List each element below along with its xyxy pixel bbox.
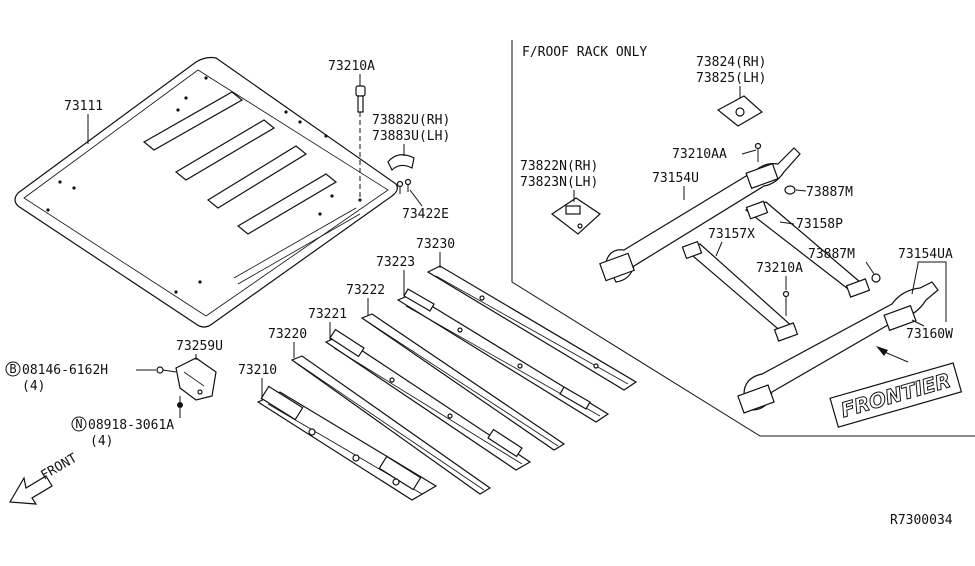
- label-73210: 73210: [238, 363, 277, 378]
- label-73422e: 73422E: [402, 207, 449, 222]
- washer-73887m-a: [784, 185, 796, 195]
- roof-pad-3: [206, 145, 308, 209]
- roof-pad-4: [236, 173, 338, 235]
- label-73210a-top: 73210A: [328, 59, 375, 74]
- label-73210a-mid: 73210A: [756, 261, 803, 276]
- label-73887m-a: 73887M: [806, 185, 853, 200]
- front-arrow-text: FRONT: [39, 451, 81, 484]
- roof-bow-73222: [360, 313, 566, 451]
- label-73154ua: 73154UA: [898, 247, 953, 262]
- label-73160w: 73160W: [906, 327, 953, 342]
- label-73210aa: 73210AA: [672, 147, 727, 162]
- label-nut-qty: (4): [90, 434, 113, 449]
- roof-bow-73230: [426, 265, 638, 391]
- label-nut-part: 08918-3061A: [88, 418, 174, 433]
- label-73154u: 73154U: [652, 171, 699, 186]
- nut-marker: N: [75, 417, 82, 431]
- roof-panel: [14, 56, 398, 328]
- roof-rack-boundary: [511, 40, 975, 437]
- rear-rail-clip: [387, 154, 415, 194]
- label-73823n: 73823N(LH): [520, 175, 598, 190]
- rack-bracket-73822n: [550, 197, 601, 235]
- label-73223: 73223: [376, 255, 415, 270]
- label-bolt-part: 08146-6162H: [22, 363, 108, 378]
- label-73259u: 73259U: [176, 339, 223, 354]
- bracket-73259u: [156, 357, 217, 408]
- label-73158p: 73158P: [796, 217, 843, 232]
- rack-direction-arrow: [876, 346, 909, 363]
- nut-callout: N: [71, 416, 87, 432]
- cross-bar-73158p: [744, 200, 871, 298]
- label-73887m-b: 73887M: [808, 247, 855, 262]
- cross-bar-73157x: [681, 240, 799, 342]
- rack-bracket-73824: [716, 95, 764, 127]
- label-73882u: 73882U(RH): [372, 113, 450, 128]
- washer-73887m-b: [871, 273, 881, 283]
- diagram-id: R7300034: [890, 513, 953, 528]
- label-73230: 73230: [416, 237, 455, 252]
- frontier-badge-text: FRONTIER: [838, 368, 953, 422]
- roof-bow-73221: [324, 328, 532, 471]
- roof-bow-73220: [290, 355, 492, 495]
- front-arrow: FRONT: [8, 451, 81, 505]
- label-73222: 73222: [346, 283, 385, 298]
- label-73824: 73824(RH): [696, 55, 766, 70]
- roof-rail-right: [737, 281, 939, 414]
- label-73221: 73221: [308, 307, 347, 322]
- bolt-callout: B: [5, 361, 21, 377]
- label-73825: 73825(LH): [696, 71, 766, 86]
- label-73111: 73111: [64, 99, 103, 114]
- roof-pad-1: [142, 91, 244, 151]
- screw-73210a-mid: [782, 290, 790, 316]
- label-bolt-qty: (4): [22, 379, 45, 394]
- roof-bow-73223: [396, 288, 610, 423]
- roof-bow-73210: [256, 385, 438, 501]
- label-73157x: 73157X: [708, 227, 755, 242]
- label-73883u: 73883U(LH): [372, 129, 450, 144]
- label-73822n: 73822N(RH): [520, 159, 598, 174]
- roof-pad-2: [174, 119, 276, 181]
- roof-rail-left: [599, 142, 801, 283]
- roof-rack-note: F/ROOF RACK ONLY: [522, 45, 647, 60]
- bolt-marker: B: [9, 362, 16, 376]
- label-73220: 73220: [268, 327, 307, 342]
- frontier-badge: FRONTIER: [829, 362, 963, 428]
